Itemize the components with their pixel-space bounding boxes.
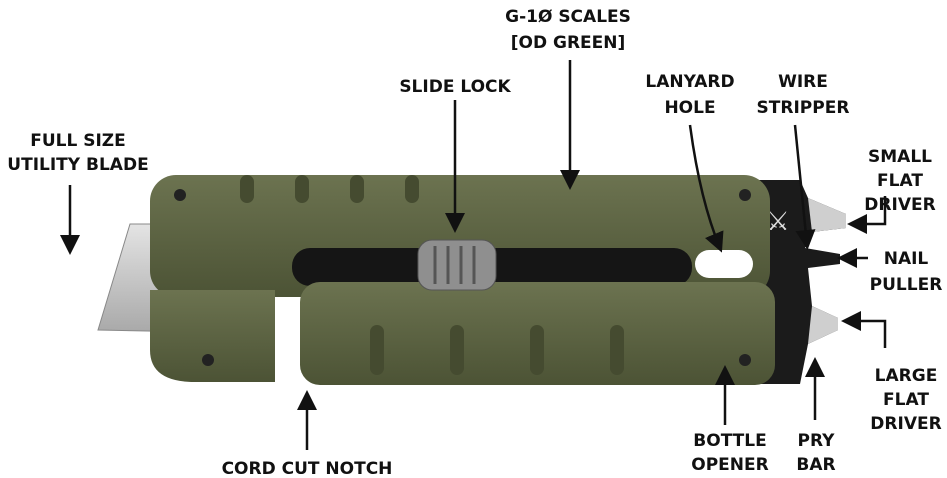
screws [174,189,751,366]
label-scales: G-1Ø SCALES[OD GREEN] [505,7,631,53]
slide-lock[interactable] [417,239,497,291]
slide-lock-ridges [433,246,476,284]
cord-cut-notch [275,330,300,385]
lanyard-hole-arrow [688,124,724,253]
small-flat-driver-arrow [847,196,887,234]
gerber-logo-icon: ⚔ [766,207,789,237]
label-cord-cut-notch: CORD CUT NOTCH [222,459,393,478]
lower-scale [150,290,275,382]
wire-stripper-arrow [793,124,816,250]
scale-grooves [240,175,624,375]
small-flat-driver-tip [808,198,846,232]
large-flat-driver-arrow [841,311,887,348]
label-slide-lock: SLIDE LOCK [399,77,511,97]
large-flat-driver-tip [808,306,838,344]
lanyard-hole [695,250,753,278]
